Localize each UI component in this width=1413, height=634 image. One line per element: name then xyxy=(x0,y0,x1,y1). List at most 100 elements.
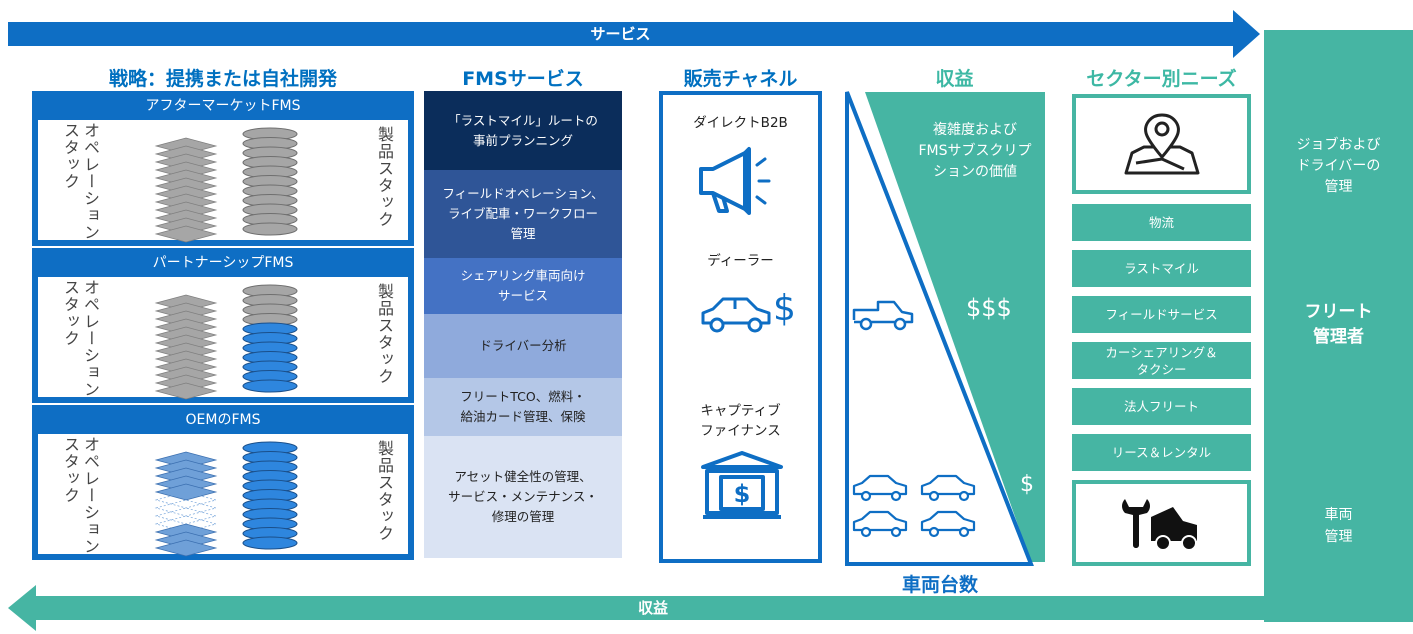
service-text: ドライバー分析 xyxy=(479,336,566,356)
service-tco-fuel: フリートTCO、燃料・給油カード管理、保険 xyxy=(424,378,622,436)
job-driver-line-3: 管理 xyxy=(1324,179,1353,195)
revenue-desc-3: ションの価値 xyxy=(933,164,1017,180)
operation-stack-label: オペレーションスタック xyxy=(61,279,100,398)
revenue-low-label: $ xyxy=(1020,472,1034,497)
product-stack-label: 製品スタック xyxy=(375,440,394,542)
wrench-car-icon xyxy=(1121,499,1197,551)
sector-needs-header: セクター別ニーズ xyxy=(1086,68,1237,90)
service-text: フィールドオペレーション、ライブ配車・ワークフロー管理 xyxy=(442,184,603,244)
revenue-desc-2: FMSサブスクリプ xyxy=(918,143,1032,159)
services-arrow-label: サービス xyxy=(590,25,651,43)
vehicle-count-label: 車両台数 xyxy=(901,574,978,596)
truck-icon xyxy=(852,300,914,331)
job-driver-line-1: ジョブおよび xyxy=(1296,137,1381,153)
stack-illustration xyxy=(154,127,298,243)
aftermarket-fms-title: アフターマーケットFMS xyxy=(145,98,301,114)
sector-lease-rental: リース＆レンタル xyxy=(1072,434,1251,471)
revenue-high-label: $$$ xyxy=(966,294,1012,322)
stack-plate xyxy=(154,491,218,509)
car-icon xyxy=(852,474,908,496)
service-sharing: シェアリング車両向けサービス xyxy=(424,258,622,314)
captive-label-1: キャプティブ xyxy=(700,403,781,419)
fleet-manager-panel: ジョブおよび ドライバーの 管理 フリート 管理者 車両 管理 xyxy=(1264,30,1413,622)
stack-plate xyxy=(154,507,218,525)
service-driver-analytics: ドライバー分析 xyxy=(424,314,622,378)
car-icon xyxy=(920,510,976,532)
service-field-operations: フィールドオペレーション、ライブ配車・ワークフロー管理 xyxy=(424,170,622,258)
service-text-line: フリートTCO、燃料・ xyxy=(460,389,586,404)
car-wheel xyxy=(860,490,872,502)
revenue-arrow xyxy=(8,585,1270,631)
sector-carsharing-line-1: カーシェアリング＆ xyxy=(1105,344,1218,360)
sales-channel-box: ダイレクトB2B ディーラー $ キャプティブ ファイナンス $ xyxy=(659,91,822,563)
car-wheel xyxy=(928,490,940,502)
service-text-line: ドライバー分析 xyxy=(479,338,567,353)
sales-channel-header: 販売チャネル xyxy=(683,68,798,90)
car-wheel xyxy=(958,490,970,502)
captive-label-2: ファイナンス xyxy=(700,423,781,439)
sector-carsharing-taxi: カーシェアリング＆ タクシー xyxy=(1072,342,1251,379)
revenue-wedge xyxy=(845,91,1045,566)
service-text: フリートTCO、燃料・給油カード管理、保険 xyxy=(460,387,585,427)
service-text-line: 管理 xyxy=(510,226,536,241)
product-stack-label: 製品スタック xyxy=(375,283,394,385)
megaphone-icon xyxy=(699,147,771,215)
cars-fleet-icon xyxy=(852,474,976,538)
stack-plate xyxy=(154,225,218,243)
partnership-fms-box: パートナーシップFMS オペレーションスタック 製品スタック xyxy=(32,248,414,403)
stack-plate xyxy=(154,499,218,517)
stack-plate xyxy=(154,515,218,533)
dealer-label: ディーラー xyxy=(707,253,774,269)
vehicle-mgmt-line-1: 車両 xyxy=(1324,507,1353,523)
service-text-line: 「ラストマイル」ルートの xyxy=(448,112,598,128)
car-wheel xyxy=(890,526,902,538)
service-text-line: ライブ配車・ワークフロー xyxy=(447,206,598,221)
aftermarket-fms-box: アフターマーケットFMS オペレーションスタック 製品スタック xyxy=(32,91,414,246)
sector-carsharing-line-2: タクシー xyxy=(1136,361,1187,377)
revenue-description: 複雑度および FMSサブスクリプ ションの価値 xyxy=(905,120,1045,183)
fleet-manager-title-1: フリート xyxy=(1304,302,1373,322)
operation-stack-label: オペレーションスタック xyxy=(61,122,100,241)
car-icon xyxy=(852,510,908,532)
car-wheel xyxy=(928,526,940,538)
fms-services-header: FMSサービス xyxy=(462,68,584,90)
dollar-sign: $ xyxy=(773,288,796,329)
service-text-line: サービス xyxy=(497,288,548,303)
maintenance-box xyxy=(1072,480,1251,566)
strategy-header: 戦略：提携または自社開発 xyxy=(108,68,337,90)
map-box xyxy=(1072,94,1251,194)
revenue-arrow-label: 収益 xyxy=(637,599,668,617)
sector-last-mile: ラストマイル xyxy=(1072,250,1251,287)
oem-fms-title: OEMのFMS xyxy=(185,412,261,428)
service-last-mile-planning: 「ラストマイル」ルートの事前プランニング xyxy=(424,91,622,170)
fleet-manager-title-2: 管理者 xyxy=(1313,327,1364,347)
car-wheel xyxy=(860,526,872,538)
stack-disc xyxy=(242,222,298,236)
stack-plate xyxy=(154,382,218,400)
product-stack-label: 製品スタック xyxy=(375,126,394,228)
bank-icon: $ xyxy=(701,451,783,519)
sector-field-service: フィールドサービス xyxy=(1072,296,1251,333)
sector-corporate-fleet: 法人フリート xyxy=(1072,388,1251,425)
car-wheel xyxy=(890,490,902,502)
vehicle-mgmt-line-2: 管理 xyxy=(1324,529,1353,545)
service-asset-health: アセット健全性の管理、サービス・メンテナンス・修理の管理 xyxy=(424,436,622,558)
job-driver-line-2: ドライバーの xyxy=(1296,158,1381,174)
service-text: アセット健全性の管理、サービス・メンテナンス・修理の管理 xyxy=(448,467,598,527)
service-text: シェアリング車両向けサービス xyxy=(460,266,585,306)
svg-text:$: $ xyxy=(734,480,751,508)
service-text-line: 事前プランニング xyxy=(472,132,573,148)
service-text-line: フィールドオペレーション、 xyxy=(442,186,604,201)
car-wheel xyxy=(958,526,970,538)
stack-plate xyxy=(154,539,218,557)
car-icon xyxy=(920,474,976,496)
revenue-header: 収益 xyxy=(935,68,974,90)
service-text-line: 修理の管理 xyxy=(491,509,555,524)
stack-illustration xyxy=(154,284,298,400)
service-text-line: 給油カード管理、保険 xyxy=(460,409,586,424)
stack-plate xyxy=(154,483,218,501)
direct-b2b-label: ダイレクトB2B xyxy=(693,115,788,131)
partnership-fms-title: パートナーシップFMS xyxy=(152,255,294,271)
operation-stack-label: オペレーションスタック xyxy=(61,436,100,555)
service-text: 「ラストマイル」ルートの事前プランニング xyxy=(448,111,598,151)
